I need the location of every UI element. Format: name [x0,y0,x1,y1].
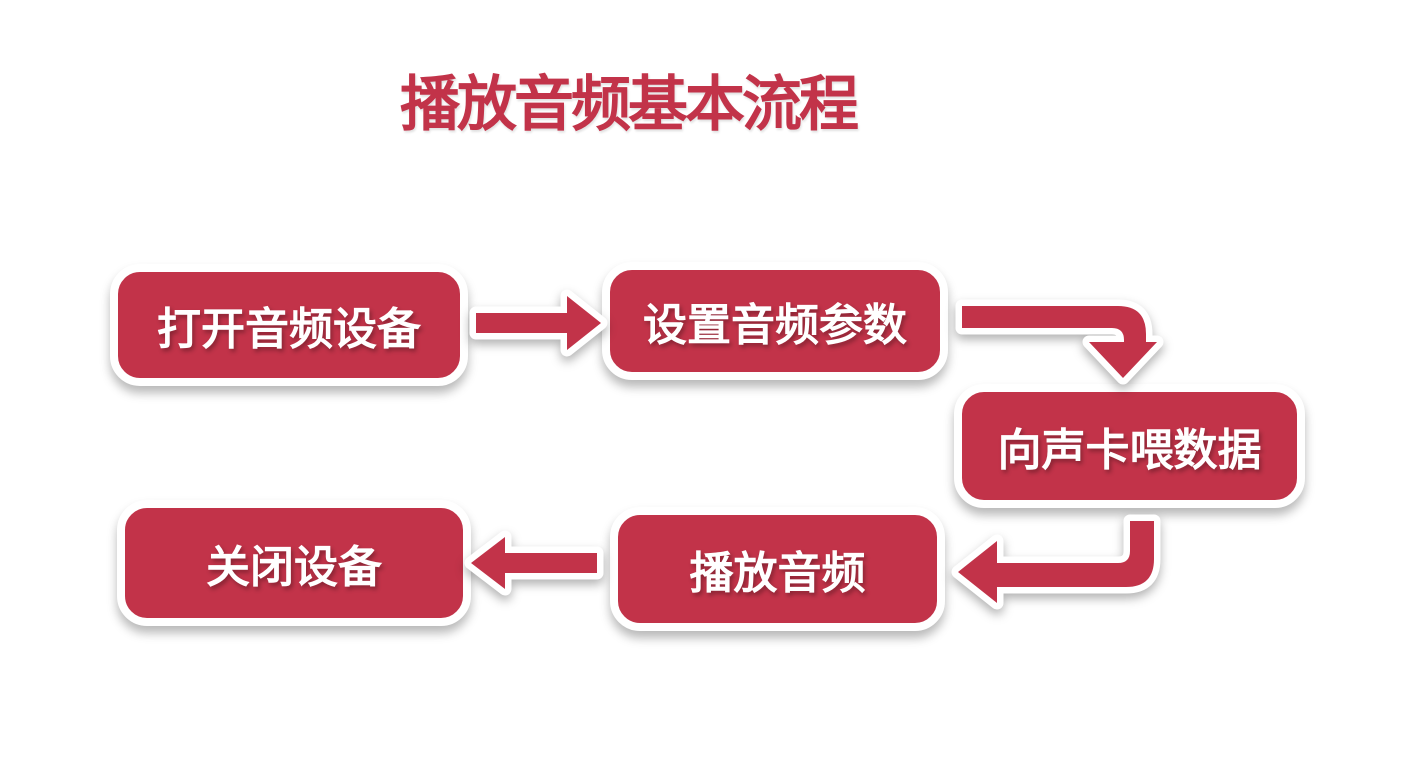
flow-node-open-audio-device: 打开音频设备 [110,264,468,386]
page-title: 播放音频基本流程 [400,71,859,138]
arrow-right-icon [469,289,608,357]
flow-node-label: 设置音频参数 [643,301,907,350]
flow-node-set-audio-params: 设置音频参数 [602,262,948,380]
flow-node-play-audio: 播放音频 [610,507,945,631]
arrow-elbow-left-icon [951,514,1161,610]
arrow-left-icon [464,530,604,596]
flow-node-label: 关闭设备 [206,543,382,592]
flow-node-label: 打开音频设备 [157,305,421,354]
arrow-elbow-down-icon [955,299,1164,385]
flow-node-label: 播放音频 [689,549,866,598]
flow-node-close-device: 关闭设备 [117,500,471,626]
flow-node-feed-soundcard-data: 向声卡喂数据 [954,384,1305,508]
flow-node-label: 向声卡喂数据 [997,426,1262,475]
